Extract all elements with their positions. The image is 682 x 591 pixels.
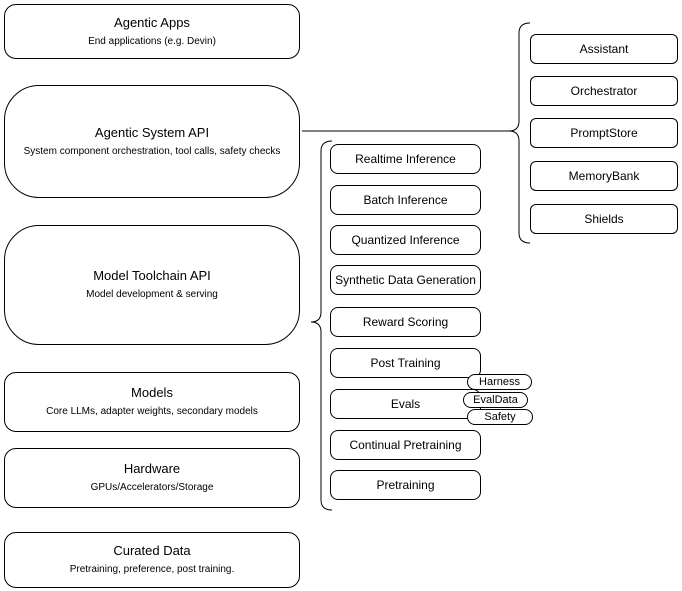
layer-subtitle: End applications (e.g. Devin) (88, 35, 216, 47)
system-group-brace (508, 22, 531, 244)
system-item-promptstore: PromptStore (530, 118, 678, 148)
layer-title: Hardware (123, 461, 181, 477)
system-item-assistant: Assistant (530, 34, 678, 64)
layer-box-models: Models Core LLMs, adapter weights, secon… (4, 372, 300, 432)
layer-box-agentic-apps: Agentic Apps End applications (e.g. Devi… (4, 4, 300, 59)
layer-subtitle: Core LLMs, adapter weights, secondary mo… (46, 406, 258, 418)
system-item-memorybank: MemoryBank (530, 161, 678, 191)
system-item-shields: Shields (530, 204, 678, 234)
system-item-orchestrator: Orchestrator (530, 76, 678, 106)
layer-box-model-toolchain-api: Model Toolchain API Model development & … (4, 225, 300, 345)
layer-subtitle: Model development & serving (86, 289, 218, 301)
evals-badge-harness: Harness (467, 374, 532, 390)
layer-title: Model Toolchain API (93, 268, 211, 284)
layer-box-agentic-system-api: Agentic System API System component orch… (4, 85, 300, 198)
toolchain-item-pretraining: Pretraining (330, 470, 481, 500)
layer-title: Models (131, 385, 173, 401)
layer-subtitle: Pretraining, preference, post training. (69, 564, 235, 576)
evals-badge-safety: Safety (467, 409, 533, 425)
toolchain-item-synthetic-data-generation: Synthetic Data Generation (330, 265, 481, 295)
toolchain-item-realtime-inference: Realtime Inference (330, 144, 481, 174)
toolchain-item-quantized-inference: Quantized Inference (330, 225, 481, 255)
layer-subtitle: System component orchestration, tool cal… (23, 145, 281, 157)
toolchain-item-post-training: Post Training (330, 348, 481, 378)
toolchain-item-evals: Evals (330, 389, 481, 419)
layer-title: Agentic System API (94, 124, 210, 140)
layer-box-hardware: Hardware GPUs/Accelerators/Storage (4, 448, 300, 508)
toolchain-item-batch-inference: Batch Inference (330, 185, 481, 215)
toolchain-item-continual-pretraining: Continual Pretraining (330, 430, 481, 460)
layer-subtitle: GPUs/Accelerators/Storage (90, 482, 214, 494)
toolchain-item-reward-scoring: Reward Scoring (330, 307, 481, 337)
layer-box-curated-data: Curated Data Pretraining, preference, po… (4, 532, 300, 588)
layer-title: Curated Data (113, 543, 191, 559)
toolchain-group-brace (310, 140, 333, 511)
evals-badge-evaldata: EvalData (463, 392, 528, 408)
layer-title: Agentic Apps (114, 14, 190, 30)
